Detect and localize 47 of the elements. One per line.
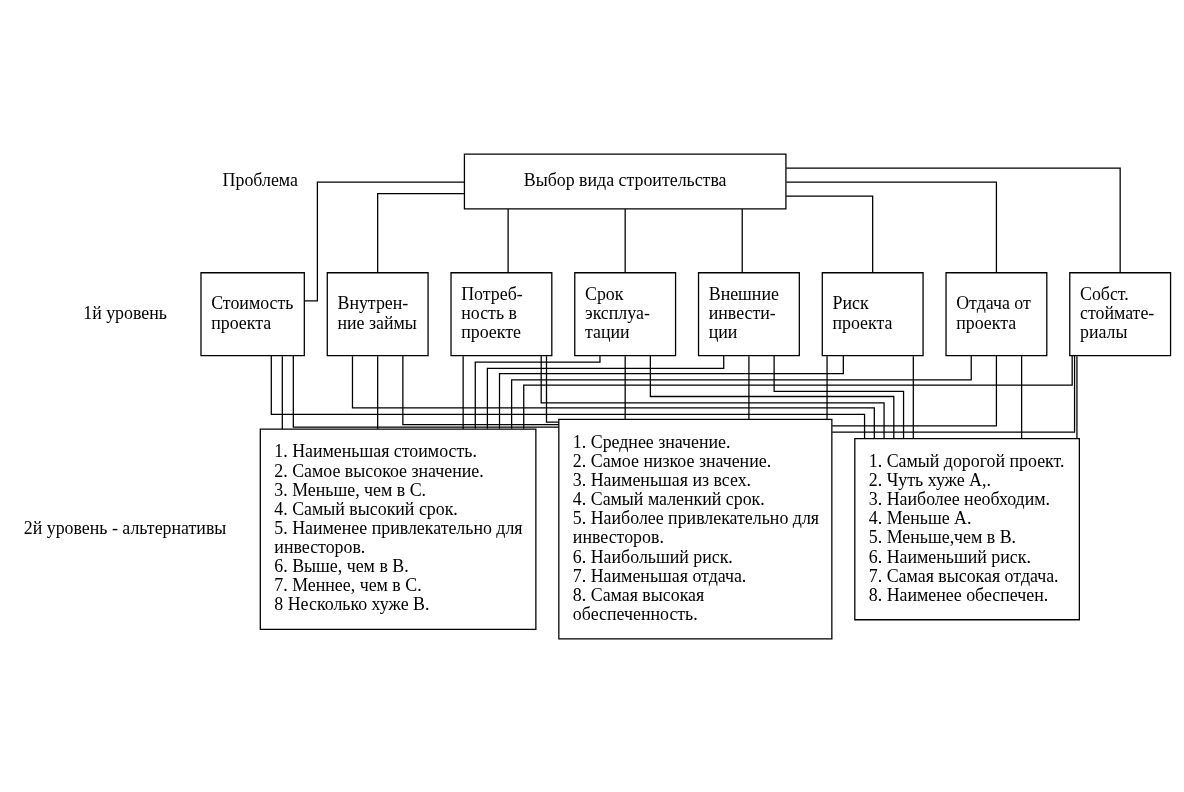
connector [831,354,998,426]
connector [486,354,725,429]
connector [912,355,914,439]
node-box: Выбор вида строительства [463,152,787,210]
node-box: Отдача от проекта [945,271,1048,356]
connector [270,354,866,439]
connector [351,355,875,439]
connector [304,181,465,301]
label: 2й уровень - альтернативы [23,517,227,538]
connector [785,195,874,273]
node-box: 1. Наименьшая стоимость. 2. Самое высокое значение. 3. Меньше, чем в С. 4. Самый высокий срок. 5. Наименее привлекательно для инвесторов. 6. Выше, чем в В. 7. Меннее, чем в С. 8 Несколько хуже В. [259,427,537,630]
connector [281,355,283,430]
connector [785,181,998,273]
label: 1й уровень [83,302,167,323]
connector [649,354,895,439]
connector [826,355,828,420]
connector [462,355,464,430]
connector [523,354,1073,429]
connector [545,355,560,423]
node-box: Внешние инвести- ции [697,271,800,356]
connector [498,354,844,429]
connector [511,354,972,429]
connector [507,207,509,273]
connector [377,192,465,273]
connector [831,354,1076,433]
label: Проблема [222,169,298,190]
node-box: 1. Среднее значение. 2. Самое низкое значение. 3. Наименьшая из всех. 4. Самый маленкий срок. 5. Наиболее привлекательно для инвесторов. 6. Наибольший риск. 7. Наименьшая отдача. 8. Самая высокая обеспеченность. [558,418,833,640]
node-box: Потреб- ность в проекте [450,271,553,356]
node-box: 1. Самый дорогой проект. 2. Чуть хуже А,. 3. Наиболее необходим. 4. Меньше А. 5. Меньше,чем в В. 6. Наименьший риск. 7. Самая высокая отдача. 8. Наименее обеспечен. [854,437,1080,620]
node-box: Риск проекта [821,271,924,356]
connector [540,354,885,439]
node-box: Собст. стоймате- риалы [1069,271,1172,356]
connector [624,355,626,420]
connector [773,354,905,439]
connector [1076,355,1078,439]
connector [748,355,750,420]
connector [377,355,379,430]
connector [402,354,560,425]
node-box: Внутрен- ние займы [326,271,429,356]
node-box: Срок эксплуа- тации [574,271,677,356]
connector [1021,355,1023,439]
connector [741,207,743,273]
connector [292,354,560,428]
connector [624,207,626,273]
connector [474,354,601,429]
connector [785,167,1121,273]
node-box: Стоимость проекта [200,271,305,356]
